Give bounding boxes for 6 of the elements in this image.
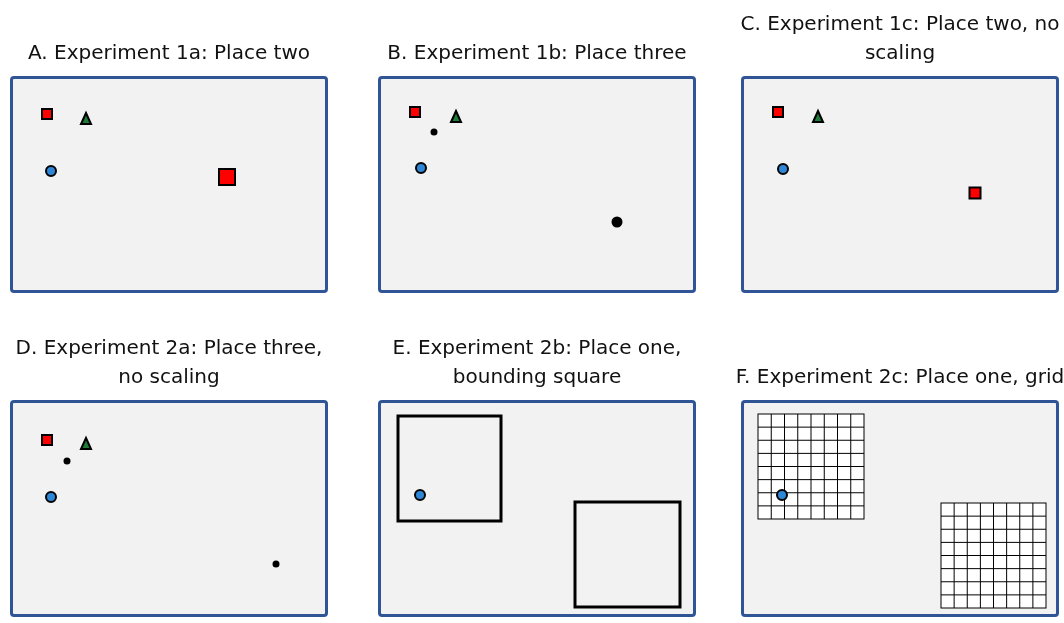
panel-title: C. Experiment 1c: Place two, no scaling	[739, 10, 1061, 66]
panel-title: A. Experiment 1a: Place two	[27, 39, 311, 66]
panel-title: D. Experiment 2a: Place three, no scaling	[14, 334, 324, 390]
panel-title: B. Experiment 1b: Place three	[386, 39, 688, 66]
panel-title: F. Experiment 2c: Place one, grid	[734, 363, 1064, 390]
panel-title: E. Experiment 2b: Place one, bounding square	[391, 334, 683, 390]
